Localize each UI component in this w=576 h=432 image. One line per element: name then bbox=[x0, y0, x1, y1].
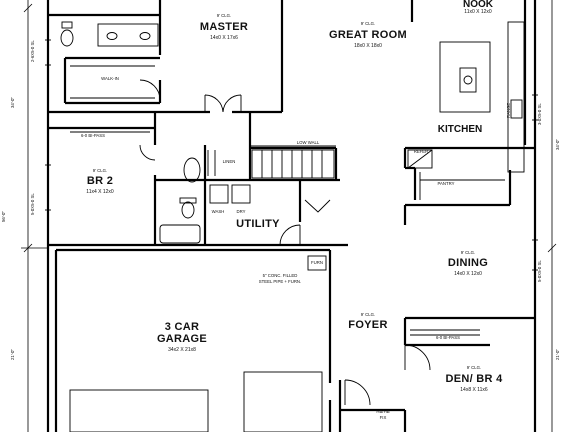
master-dims: 14x0 X 17x6 bbox=[210, 35, 238, 41]
furnace bbox=[307, 255, 327, 271]
bath-vanity bbox=[97, 23, 159, 47]
fixtures bbox=[45, 21, 538, 432]
wash-note: WASH bbox=[211, 209, 225, 214]
dim-right-upper: 34'-0" bbox=[555, 139, 560, 150]
great-room-ceiling: 9' CLG. bbox=[360, 21, 376, 26]
nook-dims: 11x0 X 12x0 bbox=[464, 9, 492, 15]
dimension-lines bbox=[21, 0, 557, 432]
pantry-note: PANTRY bbox=[437, 181, 455, 186]
kitchen-counter bbox=[507, 21, 525, 173]
utility-name: UTILITY bbox=[236, 218, 280, 230]
foyer-name: FOYER bbox=[348, 319, 388, 331]
window-tag-kitchen: 3-0X5-0 SL bbox=[537, 103, 542, 125]
garage-dims: 34x2 X 21x8 bbox=[168, 347, 196, 353]
dim-left-lower: 56'-0" bbox=[1, 211, 6, 222]
dim-left-bottom: 21'-0" bbox=[10, 349, 15, 360]
refer-note: REFER bbox=[413, 149, 429, 154]
toilet bbox=[60, 29, 74, 47]
br2-dims: 11x4 X 12x0 bbox=[86, 189, 114, 195]
master-ceiling: 9' CLG. bbox=[216, 13, 232, 18]
refrigerator bbox=[407, 149, 433, 169]
walk-in-note: WALK-IN bbox=[101, 76, 119, 81]
window-tag-master: 2-6X5-0 SL bbox=[30, 40, 35, 62]
bypass-br2-note: 6-0 BI-PASS bbox=[80, 133, 106, 138]
dryer bbox=[231, 184, 251, 204]
garage-door-1 bbox=[69, 389, 209, 432]
den-dims: 14x8 X 11x6 bbox=[460, 387, 488, 393]
low-wall-note: LOW WALL bbox=[296, 140, 320, 145]
window-tag-dining: 5-0X5-0 SL bbox=[537, 260, 542, 282]
dining-dims: 14x0 X 12x0 bbox=[454, 271, 482, 277]
bypass-den-note: 6-0 BI-PASS bbox=[435, 335, 461, 340]
walls bbox=[46, 0, 537, 432]
washer bbox=[209, 184, 229, 204]
great-room-name: GREAT ROOM bbox=[329, 29, 407, 41]
hose-bib-line1: HB/HB bbox=[376, 409, 390, 414]
range-note: RANGE bbox=[506, 102, 511, 118]
window-tag-br2: 5-0X5-0 SL bbox=[30, 193, 35, 215]
door-swing-master-right bbox=[222, 94, 242, 113]
kitchen-island bbox=[439, 41, 491, 113]
hose-bib-line2: FIX bbox=[379, 415, 387, 420]
kitchen-name: KITCHEN bbox=[437, 124, 483, 135]
bollard-note-line1: 5" CONC. FILLED bbox=[262, 273, 298, 278]
nook-name: NOOK bbox=[463, 0, 493, 10]
sink bbox=[183, 157, 201, 183]
br2-ceiling: 9' CLG. bbox=[92, 168, 108, 173]
br2-name: BR 2 bbox=[86, 175, 114, 187]
great-room-dims: 18x0 X 18x0 bbox=[354, 43, 382, 49]
bollard-note-line2: STEEL PIPE + FURN. bbox=[258, 279, 302, 284]
dining-ceiling: 9' CLG. bbox=[460, 250, 476, 255]
tub bbox=[159, 224, 201, 244]
dim-right-lower: 21'-0" bbox=[555, 349, 560, 360]
den-name: DEN/ BR 4 bbox=[445, 373, 503, 385]
linen-note: LINEN bbox=[222, 159, 236, 164]
door-swing-master-left bbox=[204, 94, 224, 113]
toilet-2 bbox=[181, 201, 195, 219]
den-ceiling: 9' CLG. bbox=[466, 365, 482, 370]
furn-note: FURN bbox=[311, 260, 323, 265]
garage-door-2 bbox=[243, 371, 323, 432]
foyer-ceiling: 9' CLG. bbox=[360, 312, 376, 317]
dining-name: DINING bbox=[447, 257, 489, 269]
garage-line1: 3 CAR bbox=[164, 321, 200, 333]
garage-line2: GARAGE bbox=[156, 333, 208, 345]
master-name: MASTER bbox=[199, 21, 249, 33]
dim-left-upper: 34'-0" bbox=[10, 97, 15, 108]
dry-note: DRY bbox=[236, 209, 246, 214]
stair bbox=[251, 149, 335, 179]
